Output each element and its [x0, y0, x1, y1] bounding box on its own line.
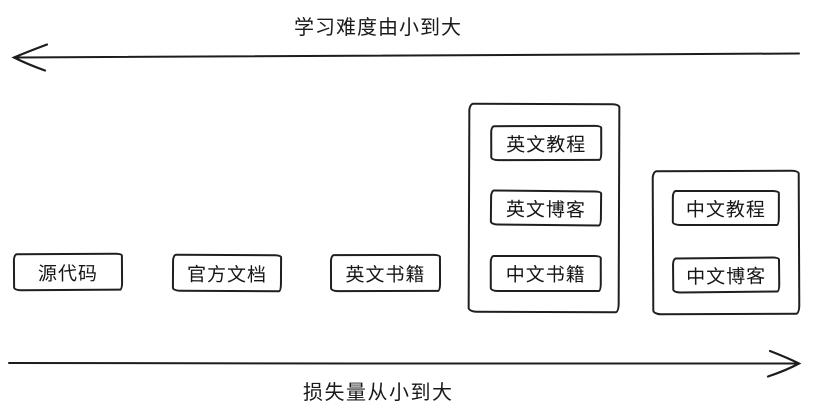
group-box-1: 英文教程 英文博客 中文书籍: [467, 102, 621, 314]
left-arrow-icon: [11, 43, 800, 72]
right-arrow-icon: [8, 349, 802, 378]
box-chinese-books-label: 中文书籍: [505, 264, 586, 287]
bottom-axis-label: 损失量从小到大: [303, 382, 454, 404]
box-english-tutorials-label: 英文教程: [506, 134, 587, 156]
box-chinese-tutorials-label: 中文教程: [685, 199, 766, 221]
box-official-docs: 官方文档: [171, 253, 283, 293]
box-english-tutorials: 英文教程: [490, 124, 603, 162]
box-english-blogs: 英文博客: [489, 189, 603, 227]
box-english-books-label: 英文书籍: [345, 264, 426, 286]
box-source-code: 源代码: [12, 252, 124, 292]
top-axis-label: 学习难度由小到大: [294, 17, 462, 39]
box-english-books: 英文书籍: [329, 253, 442, 293]
box-source-code-label: 源代码: [37, 263, 99, 285]
box-chinese-tutorials: 中文教程: [671, 189, 780, 227]
box-chinese-books: 中文书籍: [489, 254, 602, 293]
group-box-2: 中文教程 中文博客: [651, 169, 801, 316]
box-chinese-blogs-label: 中文博客: [686, 266, 767, 288]
box-official-docs-label: 官方文档: [186, 264, 268, 286]
box-english-blogs-label: 英文博客: [505, 199, 587, 221]
box-chinese-blogs: 中文博客: [671, 256, 781, 294]
